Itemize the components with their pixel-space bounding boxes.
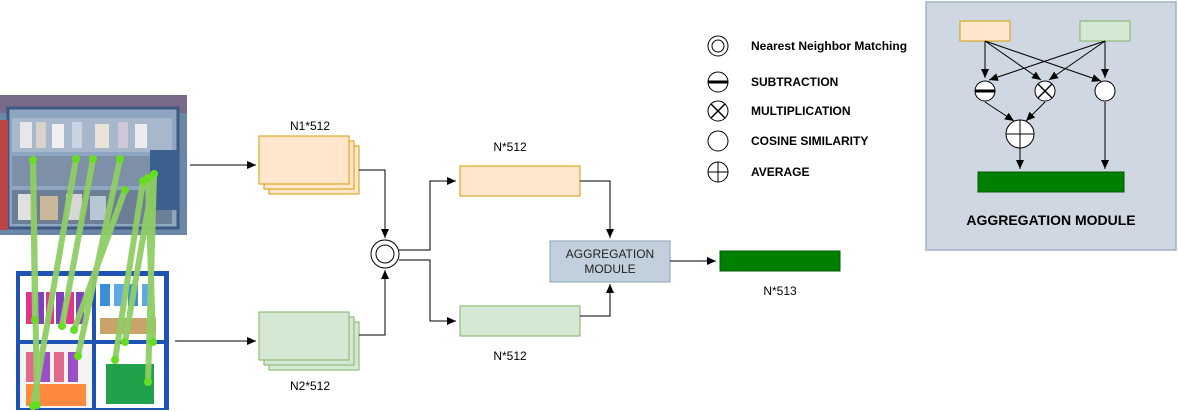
n-bottom-label: N*512 — [493, 349, 527, 363]
panel-average-icon — [1005, 119, 1035, 149]
output-feature — [719, 250, 841, 272]
panel-subtraction-icon — [974, 80, 996, 102]
n1-feature-stack — [258, 135, 360, 195]
legend-nn: Nearest Neighbor Matching — [751, 39, 907, 53]
aggregation-module-line1: AGGREGATION — [566, 247, 654, 261]
average-icon — [707, 161, 729, 183]
nearest-neighbor-node — [370, 239, 400, 269]
n2-label: N2*512 — [290, 379, 330, 393]
match-lines — [30, 156, 157, 409]
nearest-neighbor-icon — [707, 35, 729, 57]
arrow-nn-to-bottom — [399, 259, 456, 325]
legend-cos: COSINE SIMILARITY — [751, 134, 868, 148]
panel-multiplication-icon — [1034, 80, 1056, 102]
legend-mul: MULTIPLICATION — [751, 104, 851, 118]
legend-avg: AVERAGE — [751, 165, 809, 179]
panel-output-feature — [977, 171, 1125, 193]
output-label: N*513 — [763, 284, 797, 298]
legend: Nearest Neighbor Matching SUBTRACTION MU… — [707, 35, 907, 183]
n-top-label: N*512 — [493, 140, 527, 154]
panel-input-orange — [959, 20, 1011, 42]
match-points — [29, 155, 158, 410]
aggregation-module-box — [549, 240, 671, 283]
cosine-similarity-icon — [707, 130, 729, 152]
aggregation-panel-title: AGGREGATION MODULE — [966, 212, 1135, 228]
multiplication-icon — [707, 100, 729, 122]
matched-feature-top — [459, 165, 581, 197]
legend-sub: SUBTRACTION — [751, 75, 838, 89]
arrow-top-to-agg — [580, 180, 614, 238]
aggregation-detail-panel: AGGREGATION MODULE — [925, 1, 1177, 251]
subtraction-icon — [707, 71, 729, 93]
panel-input-green — [1079, 20, 1131, 42]
n2-feature-stack — [258, 311, 360, 371]
arrow-bottom-to-agg — [580, 284, 614, 317]
arrow-n2-to-nn — [359, 270, 389, 336]
n1-label: N1*512 — [290, 119, 330, 133]
matched-feature-bottom — [459, 305, 581, 337]
panel-cosine-icon — [1094, 80, 1116, 102]
arrow-n1-to-nn — [359, 169, 389, 238]
aggregation-module-line2: MODULE — [584, 262, 635, 276]
arrow-nn-to-top — [399, 177, 456, 251]
